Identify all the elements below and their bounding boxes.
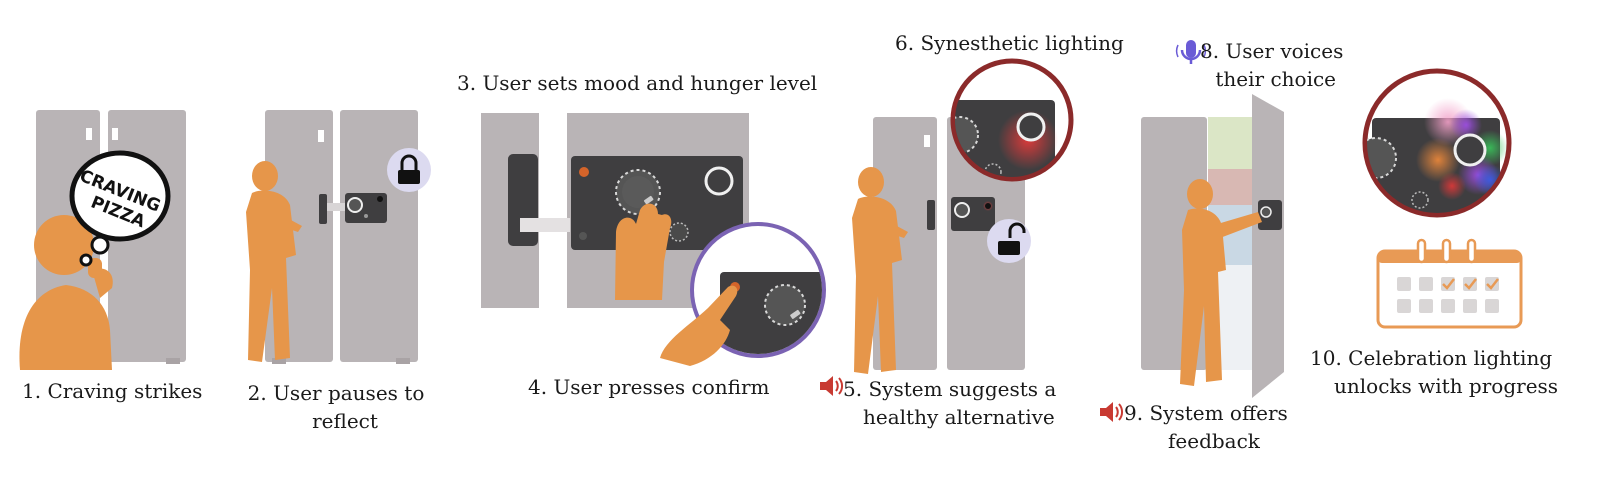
caption-step-8-line1: 8. User voices <box>1200 39 1344 63</box>
caption-step-1: 1. Craving strikes <box>22 379 203 403</box>
caption-step-5-line2: healthy alternative <box>863 405 1055 429</box>
device-closeup-3 <box>508 154 743 250</box>
caption-step-2-line2: reflect <box>312 409 378 433</box>
panel-2-pause <box>246 110 431 364</box>
checkmark-icon <box>1442 278 1499 290</box>
person-standing-2 <box>246 161 302 362</box>
unlock-icon <box>987 219 1031 263</box>
caption-step-8: 8. User voices their choice <box>1200 37 1344 93</box>
microphone-icon <box>1175 40 1207 64</box>
panel-1-craving: CRAVING PIZZA <box>19 110 186 370</box>
panel-5-suggest <box>852 117 1031 374</box>
speaker-icon <box>820 376 843 396</box>
caption-step-5-line1: 5. System suggests a <box>843 377 1057 401</box>
speaker-icon-2 <box>1100 402 1123 422</box>
caption-step-10-line1: 10. Celebration lighting <box>1310 346 1553 370</box>
panel-6-synesthetic <box>950 58 1074 182</box>
person-standing-5 <box>852 167 908 374</box>
panel-4-confirm <box>660 222 826 366</box>
caption-step-9: 9. System offers feedback <box>1124 399 1288 455</box>
panel-3-set-mood <box>481 113 749 308</box>
caption-step-3: 3. User sets mood and hunger level <box>457 71 818 95</box>
lock-icon <box>387 148 431 192</box>
caption-step-5: 5. System suggests a healthy alternative <box>843 375 1056 431</box>
caption-step-9-line2: feedback <box>1168 429 1260 453</box>
caption-step-8-line2: their choice <box>1215 67 1336 91</box>
panel-10-celebration <box>1362 68 1523 329</box>
caption-step-2-line1: 2. User pauses to <box>247 381 425 405</box>
hand-turning-dial <box>615 203 672 300</box>
hand-pressing-button <box>660 285 738 366</box>
person-thinking <box>19 215 113 370</box>
person-reaching <box>1180 179 1262 386</box>
caption-step-10-line2: unlocks with progress <box>1334 374 1559 398</box>
thought-bubble: CRAVING PIZZA <box>69 150 171 267</box>
panel-8-9-open-fridge <box>1141 40 1284 398</box>
calendar-icon <box>1376 238 1523 329</box>
caption-step-2: 2. User pauses to reflect <box>236 379 436 435</box>
caption-step-10: 10. Celebration lighting unlocks with pr… <box>1310 344 1558 400</box>
caption-step-6: 6. Synesthetic lighting <box>895 31 1124 55</box>
lock-device-5 <box>927 197 995 231</box>
lock-device-2 <box>319 193 387 224</box>
caption-step-4: 4. User presses confirm <box>528 375 770 399</box>
caption-step-9-line1: 9. System offers <box>1124 401 1288 425</box>
